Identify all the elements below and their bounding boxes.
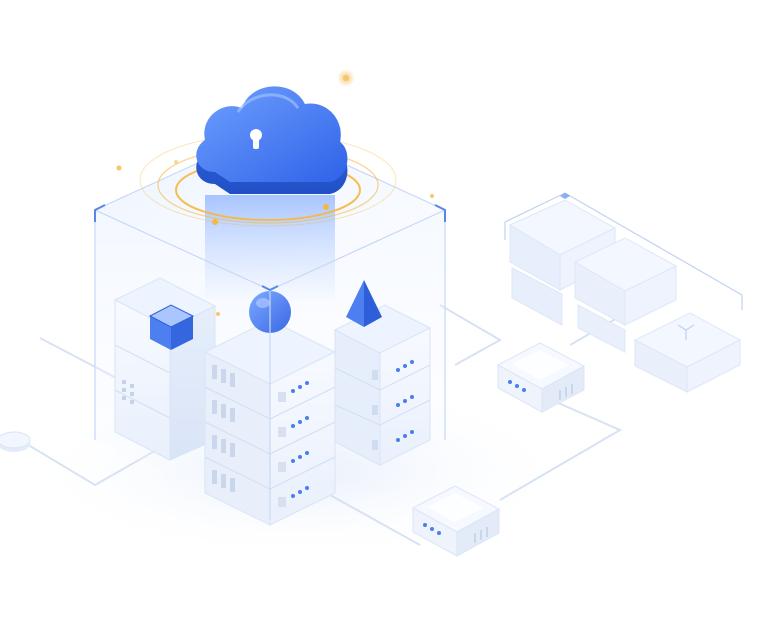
- orbit-dot: [323, 204, 329, 210]
- switch-box-2: [411, 485, 501, 557]
- storage-cluster: [504, 192, 743, 393]
- switch-box-1: [496, 342, 586, 413]
- pyramid-icon: [346, 280, 382, 327]
- server-rack-right: [333, 304, 432, 466]
- corner-brackets: [94, 204, 446, 292]
- cloud-lock-icon: [196, 86, 348, 194]
- orbit-dot: [212, 219, 218, 225]
- cube-icon: [148, 304, 195, 350]
- light-particles: [116, 69, 434, 316]
- server-rack-left: [113, 277, 217, 461]
- server-rack-center: [203, 319, 337, 526]
- small-disc: [0, 431, 31, 452]
- light-beam: [205, 195, 335, 300]
